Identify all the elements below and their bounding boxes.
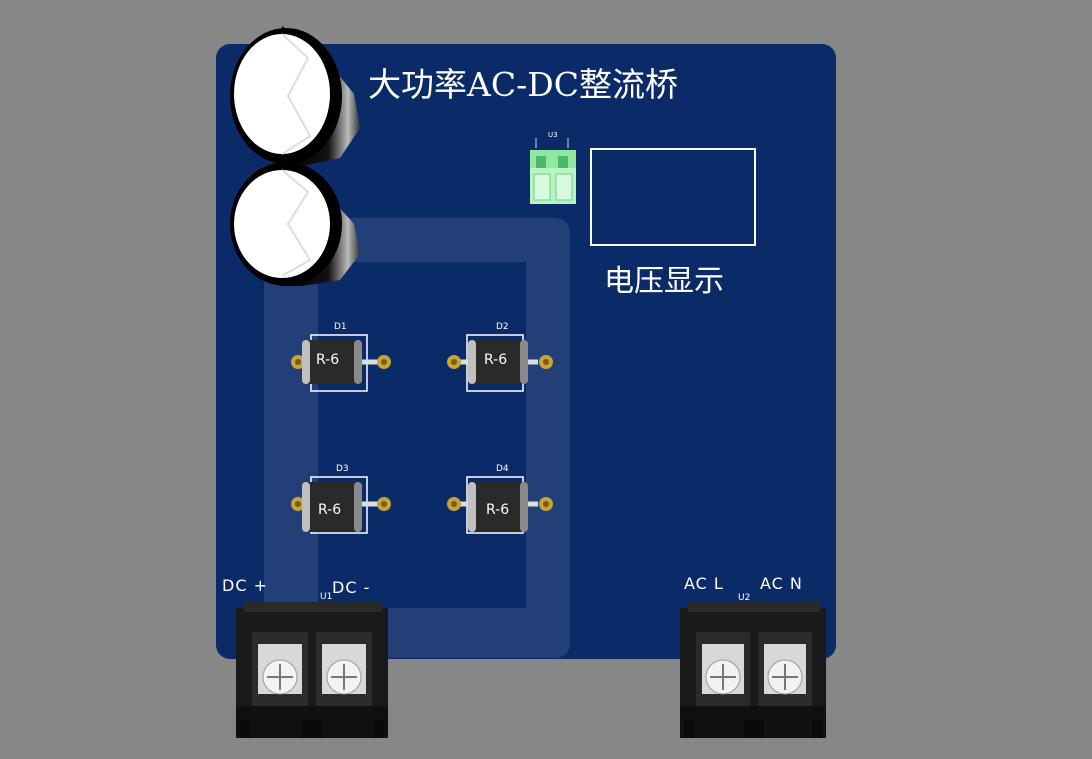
- diode-d3: D3 R-6: [284, 464, 414, 536]
- diode-ref: D4: [496, 464, 509, 474]
- diode-package-label: R-6: [486, 502, 510, 518]
- diode-package-label: R-6: [484, 352, 508, 368]
- diode-d4: D4 R-6: [440, 464, 570, 536]
- diode-ref: D2: [496, 322, 509, 332]
- dc-terminal-ref: U1: [320, 592, 333, 602]
- board-title: 大功率AC-DC整流桥: [368, 65, 678, 104]
- dc-minus-label: DC -: [332, 578, 371, 597]
- diode-d1: D1 R-6: [284, 322, 414, 394]
- ac-terminal-ref: U2: [738, 593, 751, 603]
- voltage-display-label: 电压显示: [604, 264, 724, 299]
- voltage-display-connector: [530, 138, 576, 204]
- ac-terminal-block: [680, 602, 826, 738]
- ac-n-label: AC N: [760, 574, 803, 593]
- connector-ref-label: U3: [548, 131, 558, 139]
- diode-package-label: R-6: [318, 502, 342, 518]
- dc-terminal-block: [236, 602, 388, 738]
- dc-plus-label: DC +: [222, 576, 268, 595]
- copper-pour-cutout: [318, 262, 526, 608]
- diode-package-label: R-6: [316, 352, 340, 368]
- ac-l-label: AC L: [684, 574, 724, 593]
- diode-ref: D1: [334, 322, 347, 332]
- capacitor-bottom: [230, 162, 360, 286]
- diode-d2: D2 R-6: [440, 322, 570, 394]
- capacitor-top: [230, 26, 360, 166]
- diode-ref: D3: [336, 464, 349, 474]
- voltage-display-outline: [590, 148, 756, 246]
